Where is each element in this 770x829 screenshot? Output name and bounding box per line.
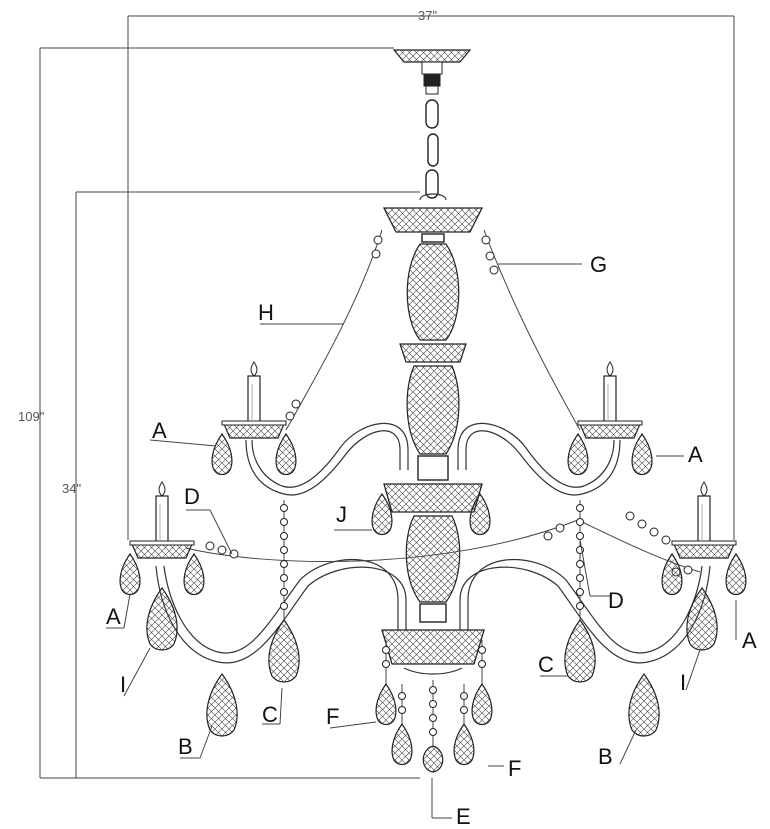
callout-a-lower-left: A <box>106 604 121 629</box>
swag-chains <box>185 229 701 577</box>
callout-a-upper-right: A <box>688 442 703 467</box>
callout-j: J <box>336 502 347 527</box>
callout-i-right: I <box>680 670 686 695</box>
upper-arms <box>245 422 621 496</box>
body-height-dimension-label: 34" <box>62 481 81 496</box>
dimension-lines <box>39 15 735 779</box>
callout-a-lower-right: A <box>742 628 757 653</box>
callout-b-right: B <box>598 744 613 769</box>
callout-c-left: C <box>262 702 278 727</box>
callout-h: H <box>258 300 274 325</box>
callout-d-left: D <box>184 484 200 509</box>
callout-f-right: F <box>508 756 521 781</box>
crown <box>382 193 484 233</box>
callout-i-left: I <box>120 672 126 697</box>
bead-strands <box>280 500 584 746</box>
width-dimension-label: 37" <box>418 8 437 23</box>
canopy-and-chain <box>392 49 472 199</box>
total-height-dimension-label: 109" <box>18 409 45 424</box>
central-column <box>381 233 485 675</box>
callout-g: G <box>590 252 607 277</box>
callout-b-left: B <box>178 734 193 759</box>
callout-d-right: D <box>608 588 624 613</box>
pendant-drops <box>146 587 718 773</box>
callout-f-left: F <box>326 704 339 729</box>
callout-e: E <box>456 804 471 829</box>
callout-a-upper-left: A <box>152 418 167 443</box>
leader-lines <box>106 263 737 819</box>
callout-c-right: C <box>538 652 554 677</box>
